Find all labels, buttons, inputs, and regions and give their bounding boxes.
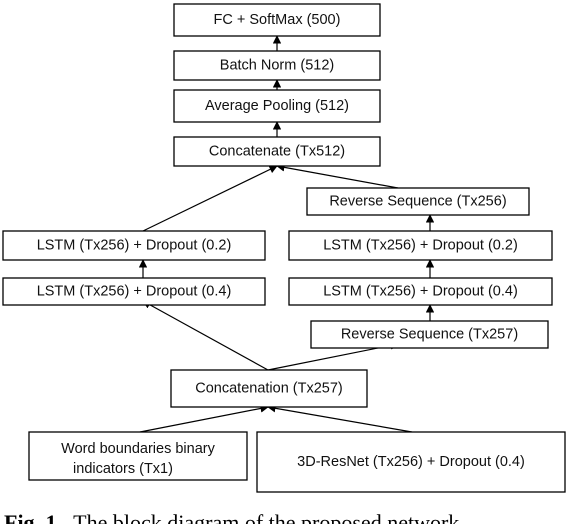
concatenate-label: Concatenate (Tx512) <box>209 144 345 160</box>
fc-softmax-block: FC + SoftMax (500) <box>173 3 381 37</box>
reverse-sequence-top-label: Reverse Sequence (Tx256) <box>329 194 506 210</box>
edge-resnet-to-concatenation <box>267 404 413 433</box>
batch-norm-label: Batch Norm (512) <box>220 58 334 74</box>
word-boundaries-label-line2: indicators (Tx1) <box>73 461 173 477</box>
edge-reverse-sequence-top-to-concatenate <box>276 163 399 189</box>
average-pooling-block: Average Pooling (512) <box>173 89 381 123</box>
word-boundaries-block: Word boundaries binary indicators (Tx1) <box>28 431 248 481</box>
left-lstm-upper-label: LSTM (Tx256) + Dropout (0.2) <box>37 238 232 254</box>
left-lstm-lower-block: LSTM (Tx256) + Dropout (0.4) <box>2 277 266 306</box>
svg-text:Fig. 1. The block diagra: Fig. 1. The block diagram of the propose… <box>4 510 459 524</box>
edge-word-boundaries-to-concatenation <box>139 404 269 433</box>
figure-caption: Fig. 1. The block diagram of the propose… <box>4 510 459 524</box>
fc-softmax-label: FC + SoftMax (500) <box>214 12 341 28</box>
caption-text: The block diagram of the proposed networ… <box>73 510 459 524</box>
batch-norm-block: Batch Norm (512) <box>173 50 381 81</box>
right-lstm-lower-block: LSTM (Tx256) + Dropout (0.4) <box>288 277 553 306</box>
resnet-label: 3D-ResNet (Tx256) + Dropout (0.4) <box>297 454 525 470</box>
average-pooling-label: Average Pooling (512) <box>205 98 349 114</box>
right-lstm-lower-label: LSTM (Tx256) + Dropout (0.4) <box>323 284 518 300</box>
word-boundaries-label-line1: Word boundaries binary <box>61 441 215 457</box>
caption-label: Fig. 1. <box>4 510 62 524</box>
right-lstm-upper-block: LSTM (Tx256) + Dropout (0.2) <box>288 230 553 261</box>
reverse-sequence-top-block: Reverse Sequence (Tx256) <box>306 187 530 216</box>
right-lstm-upper-label: LSTM (Tx256) + Dropout (0.2) <box>323 238 518 254</box>
concatenate-block: Concatenate (Tx512) <box>173 136 381 167</box>
edges <box>138 35 435 433</box>
left-lstm-lower-label: LSTM (Tx256) + Dropout (0.4) <box>37 284 232 300</box>
reverse-sequence-bottom-label: Reverse Sequence (Tx257) <box>341 327 518 343</box>
edge-concatenation-to-left-lstm-lower <box>142 300 269 371</box>
reverse-sequence-bottom-block: Reverse Sequence (Tx257) <box>310 320 549 349</box>
edge-left-lstm-upper-to-concatenate <box>142 165 278 232</box>
concatenation-block: Concatenation (Tx257) <box>170 369 368 408</box>
concatenation-label: Concatenation (Tx257) <box>195 381 343 397</box>
resnet-block: 3D-ResNet (Tx256) + Dropout (0.4) <box>256 431 566 493</box>
left-lstm-upper-block: LSTM (Tx256) + Dropout (0.2) <box>2 230 266 261</box>
